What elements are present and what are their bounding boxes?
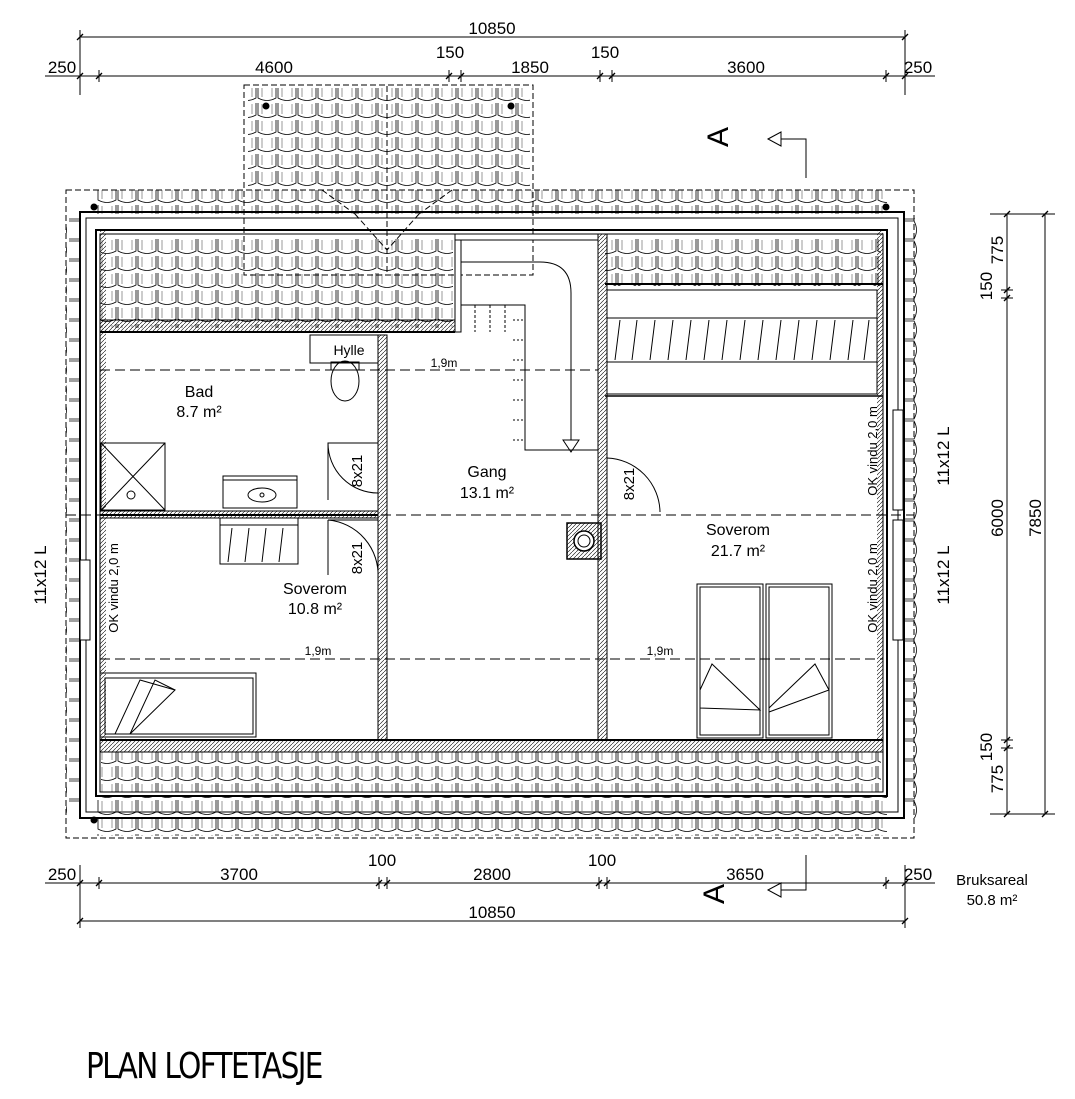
svg-text:3650: 3650 [726, 865, 764, 884]
top-dimension-lines [45, 30, 935, 95]
room-area-bad: 8.7 m² [176, 404, 222, 421]
svg-text:250: 250 [48, 865, 76, 884]
room-labels: Bad 8.7 m² Gang 13.1 m² Soverom 10.8 m² … [176, 384, 770, 618]
svg-text:250: 250 [904, 865, 932, 884]
plan-title: PLAN LOFTETASJE [86, 1046, 323, 1087]
room-name-bad: Bad [185, 384, 213, 401]
door-label-bad: 8x21 [349, 455, 366, 488]
usable-area-label: Bruksareal [956, 872, 1028, 889]
svg-text:A: A [698, 884, 731, 904]
room-name-soverom-small: Soverom [283, 581, 347, 598]
svg-text:775: 775 [988, 236, 1007, 264]
svg-text:250: 250 [48, 58, 76, 77]
bottom-total-dim: 10850 [468, 903, 515, 922]
staircase [461, 261, 598, 453]
right-dimension-lines [990, 210, 1055, 818]
misc-labels: Hylle 1,9m 1,9m 1,9m 8x21 8x21 8x21 OK v… [31, 342, 1028, 909]
room-name-soverom-large: Soverom [706, 522, 770, 539]
svg-text:1,9m: 1,9m [305, 644, 332, 658]
svg-text:100: 100 [368, 851, 396, 870]
room-name-gang: Gang [467, 464, 506, 481]
room-area-soverom-large: 21.7 m² [711, 543, 766, 560]
svg-text:4600: 4600 [255, 58, 293, 77]
svg-text:3600: 3600 [727, 58, 765, 77]
small-wardrobe [219, 517, 299, 565]
svg-text:3700: 3700 [220, 865, 258, 884]
roof-window-label-right-upper: 11x12 L [934, 426, 953, 485]
corner-markers [90, 102, 890, 824]
window-label-right-lower: OK vindu 2,0 m [865, 543, 880, 633]
valley-lines [321, 189, 453, 251]
beds [99, 583, 833, 739]
svg-text:250: 250 [904, 58, 932, 77]
bathroom-fixtures [100, 334, 379, 511]
bottom-dimension-texts: 250 3700 100 2800 100 3650 250 10850 [48, 851, 932, 922]
svg-text:A: A [702, 127, 735, 147]
svg-text:1,9m: 1,9m [647, 644, 674, 658]
svg-text:150: 150 [977, 272, 996, 300]
section-marker-top: A [702, 127, 807, 178]
svg-text:150: 150 [436, 43, 464, 62]
roof-window-label-left: 11x12 L [31, 545, 50, 604]
svg-text:775: 775 [988, 765, 1007, 793]
svg-text:1850: 1850 [511, 58, 549, 77]
roof-tiles [66, 88, 917, 836]
wardrobe [606, 289, 878, 395]
shelf-label: Hylle [333, 342, 364, 358]
door-label-soverom: 8x21 [349, 542, 366, 575]
svg-text:150: 150 [591, 43, 619, 62]
svg-text:2800: 2800 [473, 865, 511, 884]
top-dimension-texts: 10850 250 4600 150 1850 150 3600 250 [48, 19, 932, 77]
section-marker-bottom: A [698, 855, 807, 904]
top-total-dim: 10850 [468, 19, 515, 38]
roof-window-label-right-lower: 11x12 L [934, 545, 953, 604]
svg-text:100: 100 [588, 851, 616, 870]
window-label-right-upper: OK vindu 2,0 m [865, 406, 880, 496]
svg-text:1,9m: 1,9m [431, 356, 458, 370]
right-inner-dim: 6000 [988, 499, 1007, 537]
svg-text:150: 150 [977, 733, 996, 761]
bottom-dimension-lines [45, 865, 935, 928]
door-label-gang: 8x21 [621, 468, 638, 501]
window-label-left: OK vindu 2,0 m [106, 543, 121, 633]
usable-area-value: 50.8 m² [967, 892, 1018, 909]
right-outer-dim: 7850 [1026, 499, 1045, 537]
chimney [566, 522, 602, 560]
doors [327, 442, 661, 579]
outer-walls [79, 211, 905, 819]
height-lines [66, 369, 914, 660]
windows [79, 409, 904, 641]
right-dimension-texts: 775 150 150 775 6000 7850 [977, 236, 1045, 793]
room-area-soverom-small: 10.8 m² [288, 601, 343, 618]
room-area-gang: 13.1 m² [460, 485, 515, 502]
